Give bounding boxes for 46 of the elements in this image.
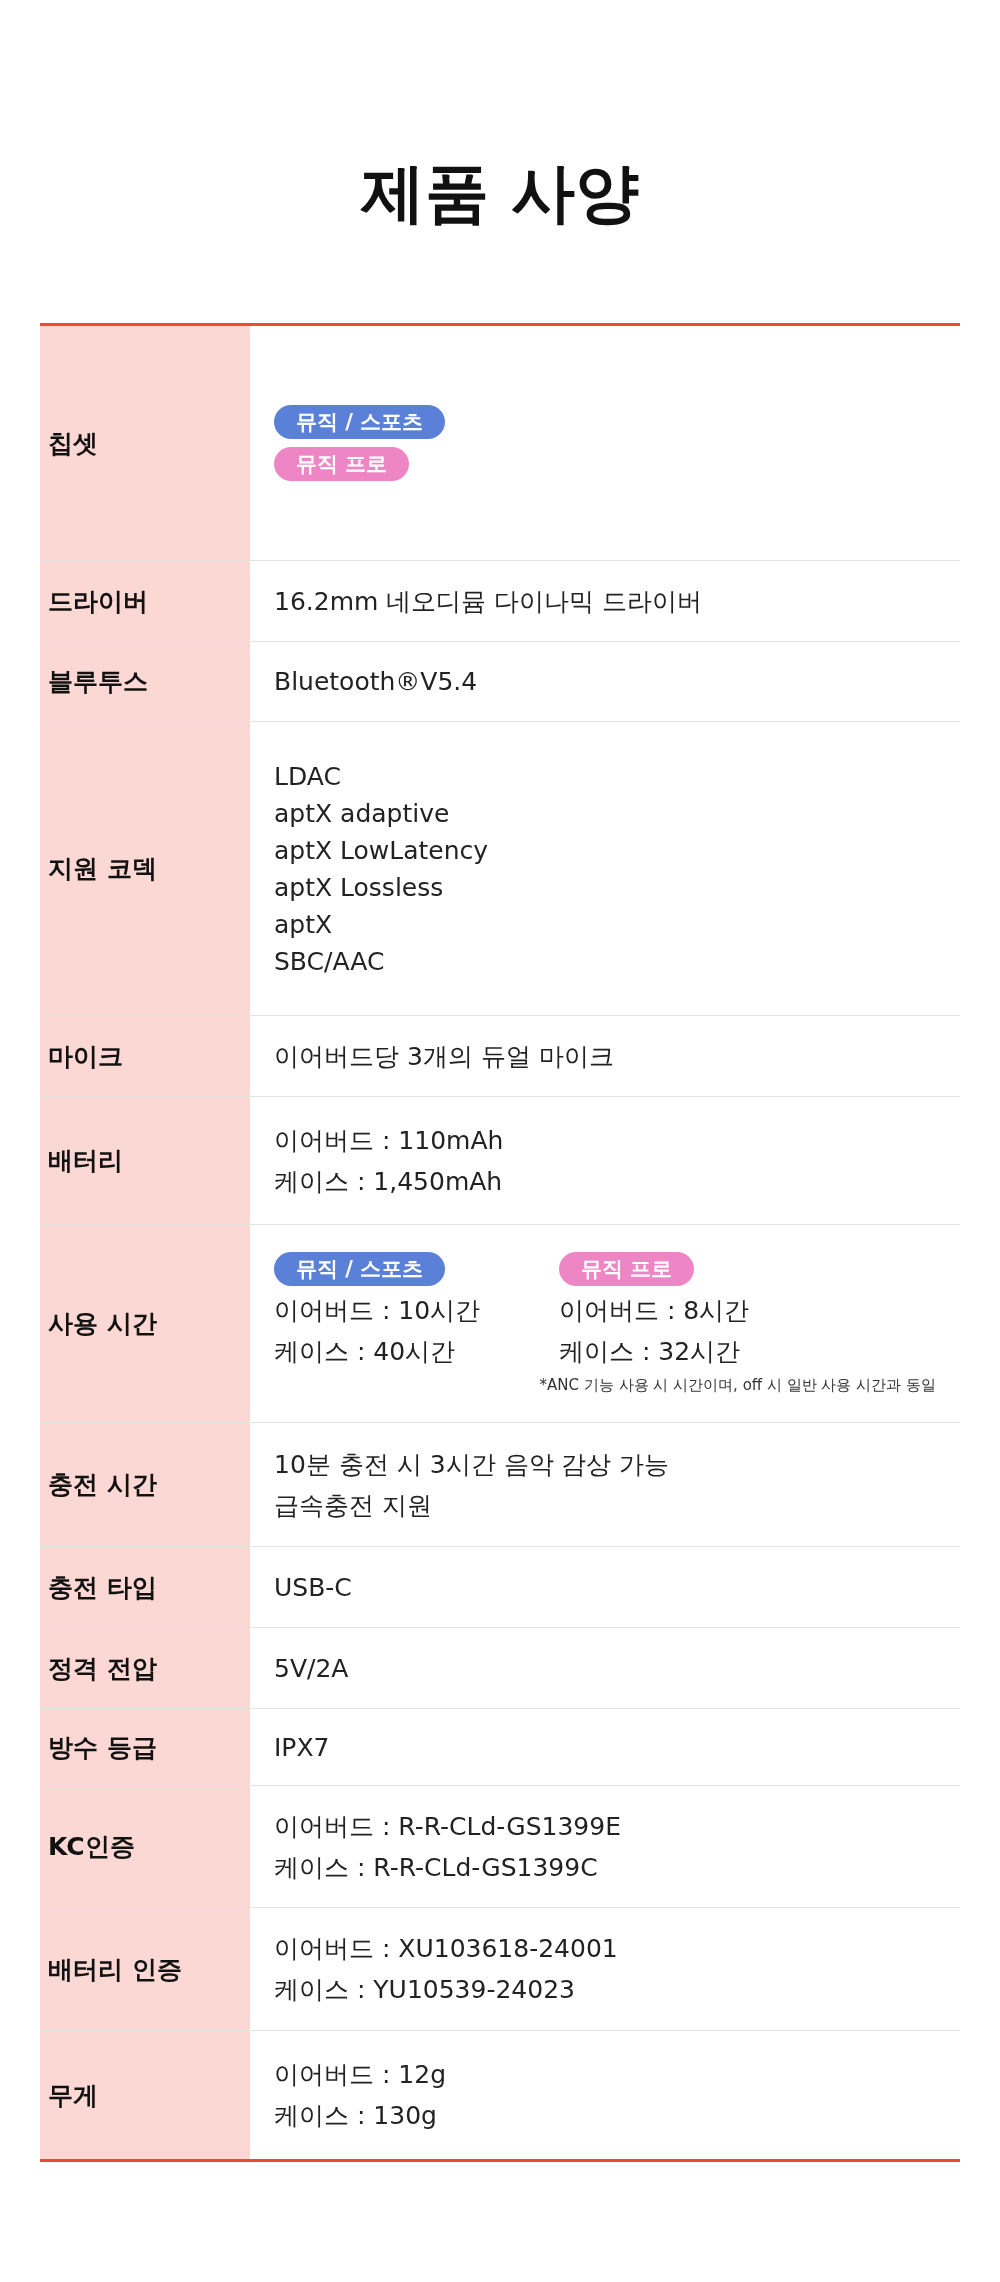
spec-value: Bluetooth®V5.4 bbox=[274, 667, 479, 696]
spec-value: 10분 충전 시 3시간 음악 감상 가능 bbox=[274, 1448, 671, 1481]
spec-value: 이어버드 : 110mAh bbox=[274, 1124, 505, 1157]
row-header: 사용 시간 bbox=[40, 1225, 250, 1422]
version-badge: 뮤직 / 스포츠 bbox=[274, 405, 446, 439]
row-header: 배터리 인증 bbox=[40, 1908, 250, 2030]
spec-value: LDAC bbox=[274, 761, 342, 791]
spec-value: 이어버드 : 12g bbox=[274, 2059, 447, 2091]
version-badge: 뮤직 / 스포츠 bbox=[274, 1252, 446, 1286]
spec-value: aptX bbox=[274, 909, 334, 939]
row-header: 충전 타입 bbox=[40, 1547, 250, 1627]
row-header: 충전 시간 bbox=[40, 1423, 250, 1546]
row-header: 지원 코덱 bbox=[40, 722, 250, 1015]
spec-value: 케이스 : R-R-CLd-GS1399C bbox=[274, 1851, 599, 1884]
row-header: 방수 등급 bbox=[40, 1709, 250, 1785]
row-header: KC인증 bbox=[40, 1786, 250, 1907]
spec-value: SBC/AAC bbox=[274, 946, 386, 976]
footnote: *ANC 기능 사용 시 시간이며, off 시 일반 사용 시간과 동일 bbox=[538, 1376, 936, 1395]
spec-value: 5V/2A bbox=[274, 1653, 350, 1683]
version-badge: 뮤직 프로 bbox=[274, 447, 410, 481]
spec-value: aptX adaptive bbox=[274, 798, 451, 828]
row-header: 무게 bbox=[40, 2031, 250, 2159]
row-header: 드라이버 bbox=[40, 561, 250, 641]
spec-value: 케이스 : 40시간 bbox=[274, 1336, 457, 1368]
spec-value: 이어버드 : 8시간 bbox=[559, 1295, 751, 1327]
spec-value: 케이스 : 1,450mAh bbox=[274, 1165, 504, 1198]
version-badge: 뮤직 프로 bbox=[559, 1252, 695, 1286]
spec-value: 이어버드 : 10시간 bbox=[274, 1295, 482, 1327]
row-header: 블루투스 bbox=[40, 642, 250, 721]
row-header: 정격 전압 bbox=[40, 1628, 250, 1708]
spec-value: 케이스 : 130g bbox=[274, 2100, 438, 2132]
spec-value: 케이스 : 32시간 bbox=[559, 1336, 742, 1368]
row-header: 마이크 bbox=[40, 1016, 250, 1096]
row-header: 칩셋 bbox=[40, 326, 250, 560]
spec-value: aptX Lossless bbox=[274, 872, 445, 902]
spec-value: 이어버드당 3개의 듀얼 마이크 bbox=[274, 1040, 615, 1073]
spec-value: IPX7 bbox=[274, 1732, 331, 1762]
spec-value: USB-C bbox=[274, 1572, 353, 1602]
spec-value: 이어버드 : R-R-CLd-GS1399E bbox=[274, 1810, 622, 1843]
row-header: 배터리 bbox=[40, 1097, 250, 1224]
spec-value: 케이스 : YU10539-24023 bbox=[274, 1974, 576, 2006]
spec-value: 급속충전 지원 bbox=[274, 1489, 433, 1522]
spec-value: 이어버드 : XU103618-24001 bbox=[274, 1933, 619, 1965]
spec-value: 16.2mm 네오디뮴 다이나믹 드라이버 bbox=[274, 585, 704, 618]
spec-value: aptX LowLatency bbox=[274, 835, 490, 865]
page-title: 제품 사양 bbox=[359, 155, 641, 232]
